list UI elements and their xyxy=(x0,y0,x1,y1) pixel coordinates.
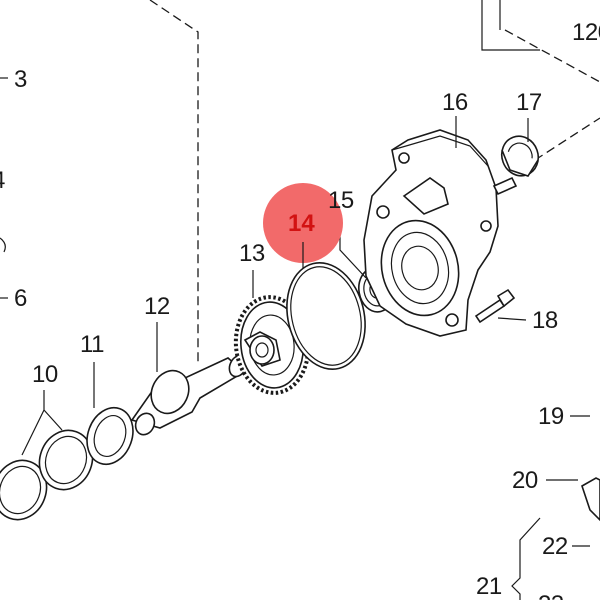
guide-line-top xyxy=(149,0,199,362)
callout-15: 15 xyxy=(328,187,354,214)
leader-18 xyxy=(497,317,527,321)
part-20[interactable] xyxy=(581,477,600,522)
callout-19: 19 xyxy=(538,403,564,430)
highlight-marker xyxy=(263,183,343,263)
callout-14[interactable]: 14 xyxy=(288,210,315,237)
callout-22: 22 xyxy=(542,533,568,560)
callout-120: 120 xyxy=(572,19,600,46)
leader-15 xyxy=(339,212,367,279)
callout-17: 17 xyxy=(516,89,542,116)
washer-11[interactable] xyxy=(79,401,140,471)
bolt-18[interactable] xyxy=(474,288,516,324)
callout-23: 23 xyxy=(538,591,564,600)
callout-4: 4 xyxy=(0,167,5,194)
callout-18: 18 xyxy=(532,307,558,334)
leader-21 xyxy=(511,517,541,600)
callout-10: 10 xyxy=(32,361,58,388)
seal-17[interactable] xyxy=(496,131,544,181)
shaft-12[interactable] xyxy=(130,353,250,438)
housing-16[interactable] xyxy=(363,129,518,337)
callout-6: 6 xyxy=(14,285,27,312)
callout-11: 11 xyxy=(80,331,104,358)
seal-rings-10[interactable] xyxy=(0,423,101,527)
o-ring-14[interactable] xyxy=(276,254,376,377)
bracket-120 xyxy=(481,0,540,51)
guide-line-right xyxy=(504,29,600,83)
callout-3: 3 xyxy=(14,66,27,93)
leader-10 xyxy=(21,390,63,456)
callout-12: 12 xyxy=(144,293,170,320)
callout-20: 20 xyxy=(512,467,538,494)
guide-line-right-2 xyxy=(534,117,600,161)
callout-21: 21 xyxy=(476,573,502,600)
partial-part-left xyxy=(0,237,6,253)
callout-13: 13 xyxy=(239,240,265,267)
callout-16: 16 xyxy=(442,89,468,116)
